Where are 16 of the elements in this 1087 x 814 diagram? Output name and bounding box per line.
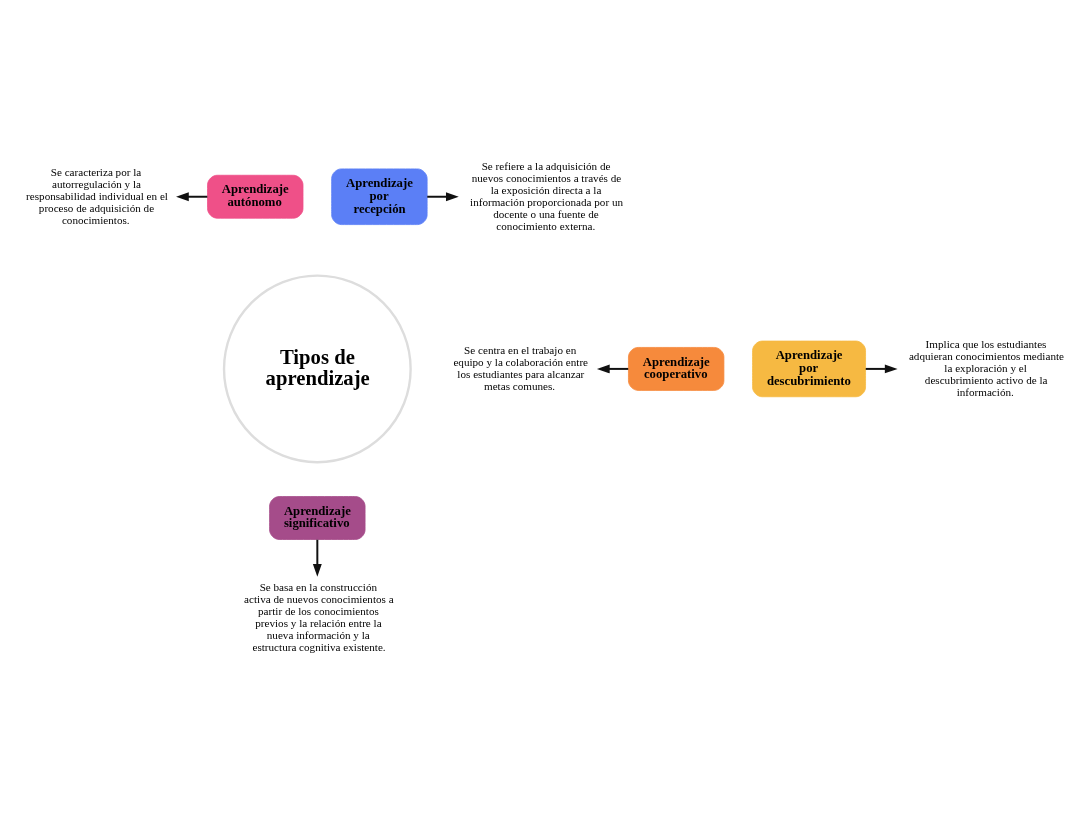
- node-box: Aprendizaje por recepción: [331, 168, 428, 225]
- arrow: [596, 363, 630, 373]
- node-text: Se caracteriza por la autorregulación y la responsabilidad individual en el proceso de adquisición de conocimientos.: [26, 165, 168, 226]
- arrow: [312, 538, 322, 577]
- node-circle: Tipos de aprendizaje: [222, 273, 412, 463]
- node-text: Se refiere a la adquisición de nuevos conocimientos a través de la exposición directa a la información proporcionada por un docente o una fuente de conocimiento externa.: [470, 159, 624, 232]
- node-box: Aprendizaje autónomo: [207, 174, 304, 219]
- arrow: [426, 191, 459, 201]
- node-box: Aprendizaje por descubrimiento: [752, 340, 866, 397]
- node-box: Aprendizaje cooperativo: [628, 346, 725, 391]
- node-box: Aprendizaje significativo: [269, 495, 366, 540]
- node-text: Implica que los estudiantes adquieran conocimientos mediante la exploración y el descubrimiento activo de la información.: [908, 337, 1064, 398]
- node-text: Se basa en la construcción activa de nuevos conocimientos a partir de los conocimientos previos y la relación entre la nueva información y la estructura cognitiva existente.: [244, 580, 394, 653]
- node-text: Se centra en el trabajo en equipo y la colaboración entre los estudiantes para alcanzar metas comunes.: [453, 343, 589, 392]
- arrow: [864, 363, 898, 373]
- arrow: [176, 191, 209, 201]
